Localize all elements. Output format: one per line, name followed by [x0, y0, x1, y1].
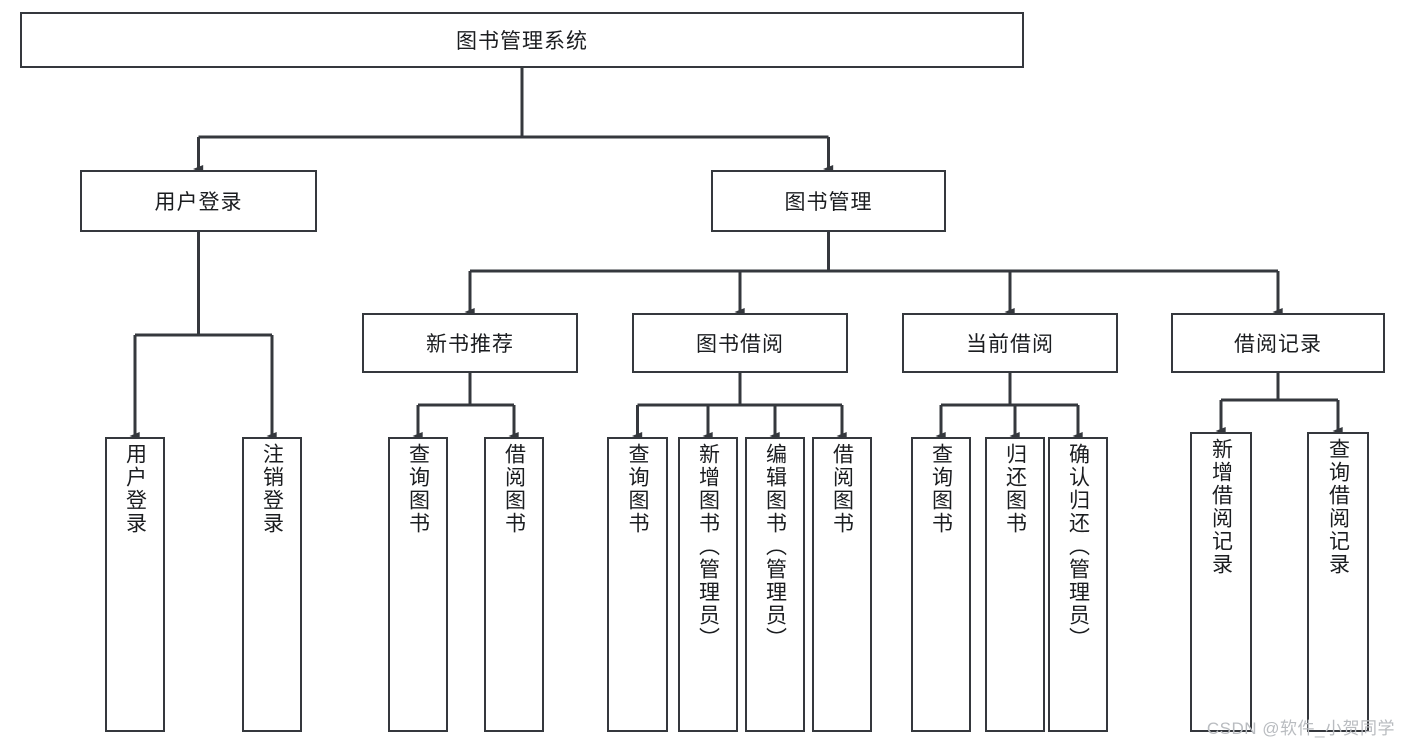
node-newbook[interactable]: 新书推荐 — [362, 313, 578, 373]
node-label: 用户登录 — [123, 443, 147, 535]
node-leaf1[interactable]: 用户登录 — [105, 437, 165, 732]
node-leaf2[interactable]: 注销登录 — [242, 437, 302, 732]
node-label: 图书管理 — [784, 191, 873, 214]
node-leaf7[interactable]: 编辑图书（管理员） — [745, 437, 805, 732]
node-label: 确认归还（管理员） — [1066, 443, 1090, 650]
node-current[interactable]: 当前借阅 — [902, 313, 1118, 373]
node-label: 查询图书 — [929, 443, 953, 535]
node-label: 图书管理系统 — [456, 30, 588, 53]
csdn-watermark: CSDN @软件_小贺同学 — [1206, 719, 1395, 738]
node-leaf4[interactable]: 借阅图书 — [484, 437, 544, 732]
node-label: 用户登录 — [154, 191, 243, 214]
node-label: 当前借阅 — [966, 333, 1054, 356]
node-login[interactable]: 用户登录 — [80, 170, 317, 232]
node-label: 新增图书（管理员） — [696, 443, 720, 650]
node-leaf8[interactable]: 借阅图书 — [812, 437, 872, 732]
node-label: 新增借阅记录 — [1209, 438, 1233, 576]
node-label: 借阅图书 — [830, 443, 854, 535]
node-leaf5[interactable]: 查询图书 — [607, 437, 668, 732]
node-leaf3[interactable]: 查询图书 — [388, 437, 448, 732]
node-leaf9[interactable]: 查询图书 — [911, 437, 971, 732]
node-label: 查询借阅记录 — [1326, 438, 1350, 576]
node-leaf10[interactable]: 归还图书 — [985, 437, 1045, 732]
node-label: 借阅记录 — [1234, 333, 1322, 356]
node-root[interactable]: 图书管理系统 — [20, 12, 1024, 68]
node-leaf11[interactable]: 确认归还（管理员） — [1048, 437, 1108, 732]
node-label: 查询图书 — [626, 443, 649, 535]
node-leaf6[interactable]: 新增图书（管理员） — [678, 437, 738, 732]
node-label: 归还图书 — [1003, 443, 1027, 535]
node-label: 编辑图书（管理员） — [763, 443, 787, 650]
node-borrow[interactable]: 图书借阅 — [632, 313, 848, 373]
node-records[interactable]: 借阅记录 — [1171, 313, 1385, 373]
node-leaf12[interactable]: 新增借阅记录 — [1190, 432, 1252, 732]
node-label: 注销登录 — [260, 443, 284, 535]
node-label: 图书借阅 — [696, 333, 784, 356]
node-bookmgmt[interactable]: 图书管理 — [711, 170, 946, 232]
node-label: 新书推荐 — [426, 333, 514, 356]
node-label: 借阅图书 — [502, 443, 526, 535]
node-label: 查询图书 — [406, 443, 430, 535]
node-leaf13[interactable]: 查询借阅记录 — [1307, 432, 1369, 732]
